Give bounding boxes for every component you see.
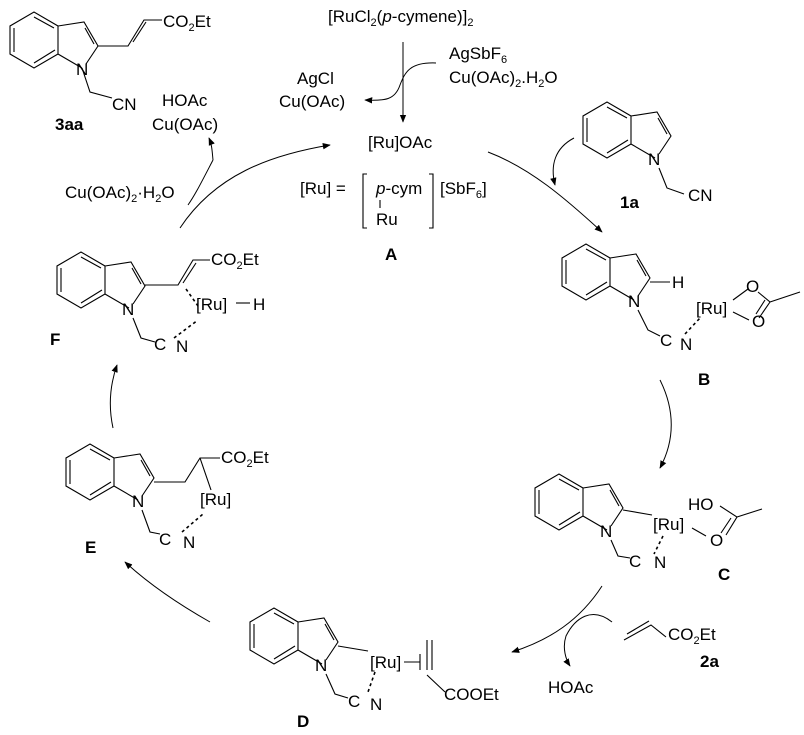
activation-byproduct-arrow — [364, 62, 437, 104]
svg-text:[Ru]: [Ru] — [696, 299, 727, 318]
compound-label-1a: 1a — [620, 193, 639, 212]
svg-text:CO2Et: CO2Et — [221, 448, 269, 470]
svg-text:HOAc: HOAc — [162, 91, 208, 110]
svg-text:C: C — [348, 692, 360, 711]
svg-text:N: N — [315, 656, 327, 675]
svg-text:N: N — [76, 60, 88, 79]
svg-text:[Ru]: [Ru] — [370, 653, 401, 672]
svg-text:Cu(OAc): Cu(OAc) — [279, 92, 345, 111]
activator-reagents: AgSbF6 Cu(OAc)2.H2O — [449, 44, 558, 90]
svg-text:[Ru]: [Ru] — [196, 295, 227, 314]
svg-text:CO2Et: CO2Et — [163, 12, 211, 34]
metal-label: Ru — [376, 210, 398, 229]
svg-text:H: H — [253, 295, 265, 314]
intermediate-C-structure: N C N [Ru] HO O — [534, 473, 763, 572]
svg-text:O: O — [752, 312, 765, 331]
compound-label-2a: 2a — [700, 652, 719, 671]
svg-text:[RuCl2(p-cymene)]2: [RuCl2(p-cymene)]2 — [328, 7, 473, 29]
ru-definition-lhs: [Ru] = — [300, 179, 346, 198]
cycle-arrow-F-to-A — [179, 143, 331, 229]
compound-label-E: E — [85, 538, 96, 557]
oxidant-label: Cu(OAc)2·H2O — [65, 183, 175, 205]
svg-text:CN: CN — [688, 186, 713, 205]
released-hoac: HOAc — [548, 678, 594, 697]
cycle-arrow-A-to-B — [487, 151, 603, 233]
counterion-label: [SbF6] — [440, 179, 487, 201]
svg-text:N: N — [680, 335, 692, 354]
compound-label-A: A — [385, 245, 397, 264]
compound-label-D: D — [297, 712, 309, 731]
cycle-arrow-B-to-C — [659, 379, 672, 469]
svg-text:COOEt: COOEt — [444, 685, 499, 704]
active-catalyst-formula: [Ru]OAc — [368, 133, 433, 152]
svg-text:AgSbF6: AgSbF6 — [449, 44, 507, 66]
alkene-entry-arrow — [563, 614, 613, 667]
svg-text:N: N — [183, 533, 195, 552]
substrate-1a-structure: N CN — [582, 101, 713, 205]
regeneration-side-arrow — [187, 138, 213, 206]
compound-label-C: C — [718, 565, 730, 584]
svg-text:CN: CN — [112, 95, 137, 114]
svg-text:H: H — [672, 273, 684, 292]
intermediate-D-structure: N C N [Ru] COOEt — [249, 607, 499, 714]
svg-text:N: N — [654, 553, 666, 572]
svg-text:C: C — [159, 530, 171, 549]
alkene-2a-structure: CO2Et — [623, 620, 716, 647]
svg-text:N: N — [628, 292, 640, 311]
svg-text:CO2Et: CO2Et — [211, 250, 259, 272]
intermediate-E-structure: N C N [Ru] CO2Et — [65, 443, 269, 552]
product-3aa-structure: N CN CO2Et — [9, 11, 211, 114]
svg-text:O: O — [746, 277, 759, 296]
ligand-bracket-left — [362, 173, 367, 229]
ligand-bracket-right — [429, 173, 434, 229]
svg-text:HO: HO — [688, 495, 714, 514]
svg-text:CO2Et: CO2Et — [668, 625, 716, 647]
compound-label-B: B — [698, 370, 710, 389]
svg-text:N: N — [600, 522, 612, 541]
svg-text:O: O — [710, 531, 723, 550]
activation-byproducts: AgCl Cu(OAc) — [279, 69, 345, 111]
cycle-arrow-E-to-F — [109, 364, 118, 429]
svg-text:C: C — [660, 331, 672, 350]
svg-text:N: N — [176, 337, 188, 356]
svg-text:AgCl: AgCl — [297, 69, 334, 88]
svg-text:[Ru]: [Ru] — [653, 515, 684, 534]
compound-label-3aa: 3aa — [55, 115, 84, 134]
intermediate-F-structure: N C N [Ru] H CO2Et — [56, 250, 265, 356]
svg-text:[Ru]: [Ru] — [200, 490, 231, 509]
substrate-entry-arrow — [550, 137, 575, 186]
svg-text:C: C — [629, 552, 641, 571]
compound-label-F: F — [50, 330, 60, 349]
svg-text:N: N — [648, 150, 660, 169]
svg-text:N: N — [370, 695, 382, 714]
svg-text:Cu(OAc)2.H2O: Cu(OAc)2.H2O — [449, 68, 558, 90]
svg-text:N: N — [122, 300, 134, 319]
svg-text:N: N — [132, 492, 144, 511]
cycle-arrow-C-to-D — [511, 585, 603, 653]
regeneration-byproducts: HOAc Cu(OAc) — [152, 91, 218, 134]
intermediate-B-structure: N H C N [Ru] O O — [561, 243, 801, 354]
cycle-arrow-D-to-E — [124, 561, 211, 623]
svg-text:C: C — [154, 335, 166, 354]
ligand-label: p-cym — [375, 179, 422, 198]
svg-text:Cu(OAc): Cu(OAc) — [152, 115, 218, 134]
precatalyst-label: [RuCl2(p-cymene)]2 — [328, 7, 473, 29]
